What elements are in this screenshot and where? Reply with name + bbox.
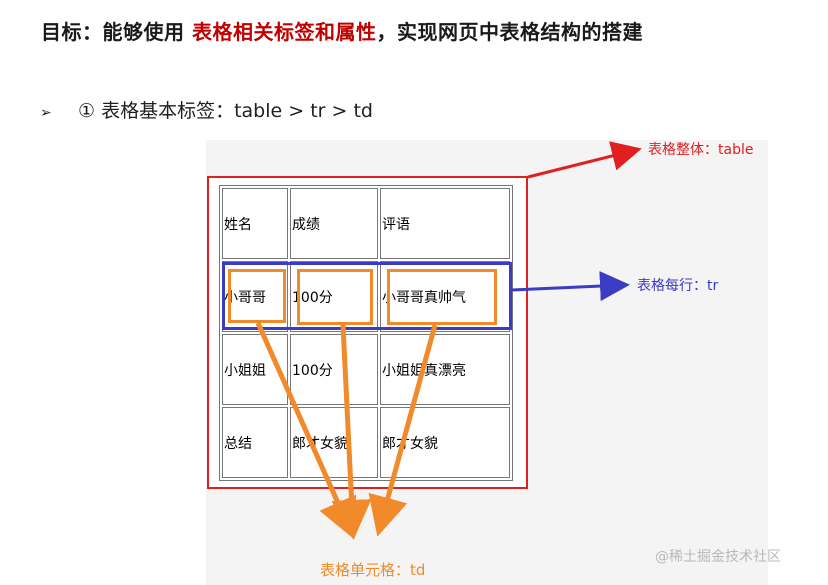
bullet-text: ① 表格基本标签：table > tr > td (78, 100, 373, 122)
table-row: 小姐姐 100分 小姐姐真漂亮 (222, 334, 510, 405)
bullet-arrow-icon: ➢ (40, 105, 52, 121)
table-cell: 总结 (222, 407, 288, 478)
td-annotation-label: 表格单元格：td (320, 561, 426, 579)
table-cell: 郎才女貌 (380, 407, 510, 478)
heading-suffix: ，实现网页中表格结构的搭建 (376, 20, 643, 44)
table-row: 姓名 成绩 评语 (222, 188, 510, 259)
table-cell: 姓名 (222, 188, 288, 259)
table-cell: 小姐姐真漂亮 (380, 334, 510, 405)
watermark: @稀土掘金技术社区 (655, 549, 781, 565)
bullet-point: ➢ ① 表格基本标签：table > tr > td (40, 96, 373, 123)
table-cell: 小姐姐 (222, 334, 288, 405)
table-cell: 评语 (380, 188, 510, 259)
td-highlight-box (387, 269, 497, 325)
heading-prefix: 目标：能够使用 (41, 20, 192, 44)
table-cell: 成绩 (290, 188, 378, 259)
tr-annotation-label: 表格每行：tr (637, 278, 719, 294)
td-highlight-box (228, 269, 286, 323)
td-highlight-box (297, 269, 373, 325)
table-cell: 郎才女貌 (290, 407, 378, 478)
table-cell: 100分 (290, 334, 378, 405)
tr-highlight-box (222, 262, 512, 330)
table-annotation-label: 表格整体：table (648, 142, 754, 158)
demo-table: 姓名 成绩 评语 小哥哥 100分 小哥哥真帅气 小姐姐 100分 小姐姐真漂亮… (219, 185, 513, 481)
heading-highlight: 表格相关标签和属性 (191, 20, 377, 44)
slide-heading: 目标：能够使用 表格相关标签和属性，实现网页中表格结构的搭建 (41, 16, 643, 45)
table-row: 总结 郎才女貌 郎才女貌 (222, 407, 510, 478)
